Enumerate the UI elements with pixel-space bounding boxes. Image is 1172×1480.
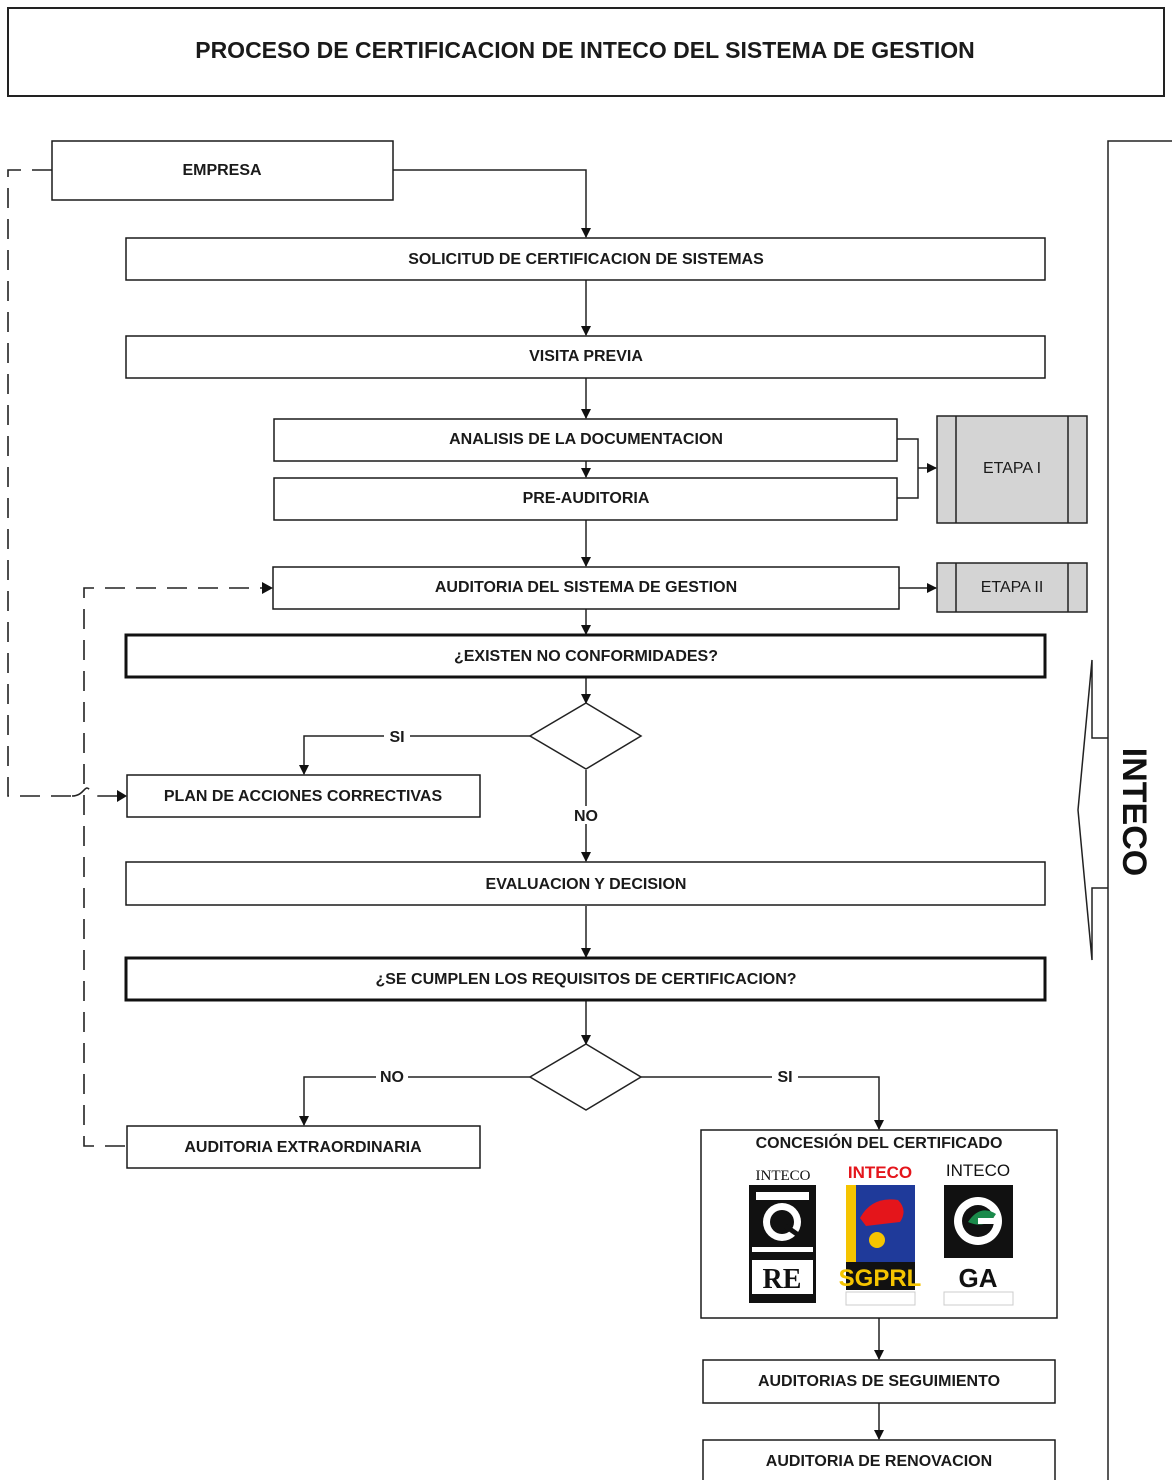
dashed-arrowhead-auditoria	[262, 582, 273, 594]
svg-text:PLAN DE ACCIONES CORRECTIVAS: PLAN DE ACCIONES CORRECTIVAS	[164, 788, 443, 805]
svg-text:ETAPA II: ETAPA II	[981, 579, 1044, 596]
svg-text:CONCESIÓN DEL CERTIFICADO: CONCESIÓN DEL CERTIFICADO	[756, 1133, 1003, 1152]
logo-inteco-qre: INTECO RE	[749, 1168, 816, 1303]
svg-text:PRE-AUDITORIA: PRE-AUDITORIA	[523, 490, 650, 507]
inteco-bracket: INTECO	[1077, 140, 1172, 1480]
svg-text:NO: NO	[380, 1069, 404, 1086]
svg-text:AUDITORIA DE RENOVACION: AUDITORIA DE RENOVACION	[766, 1453, 992, 1470]
svg-text:INTECO: INTECO	[756, 1168, 811, 1184]
svg-text:EMPRESA: EMPRESA	[182, 162, 262, 179]
dashed-arrowhead-plan	[117, 790, 127, 802]
svg-text:¿EXISTEN NO CONFORMIDADES?: ¿EXISTEN NO CONFORMIDADES?	[454, 648, 718, 665]
title-box: PROCESO DE CERTIFICACION DE INTECO DEL S…	[7, 7, 1165, 97]
node-renovacion: AUDITORIA DE RENOVACION	[702, 1439, 1056, 1480]
node-plan-acciones: PLAN DE ACCIONES CORRECTIVAS	[126, 774, 481, 818]
svg-text:AUDITORIAS DE SEGUIMIENTO: AUDITORIAS DE SEGUIMIENTO	[758, 1373, 1000, 1390]
svg-text:AUDITORIA EXTRAORDINARIA: AUDITORIA EXTRAORDINARIA	[184, 1139, 422, 1156]
svg-text:SGPRL: SGPRL	[839, 1265, 922, 1292]
svg-text:VISITA PREVIA: VISITA PREVIA	[529, 348, 643, 365]
node-preauditoria: PRE-AUDITORIA	[273, 477, 898, 521]
svg-text:INTECO: INTECO	[946, 1161, 1010, 1180]
svg-text:ANALISIS DE LA DOCUMENTACION: ANALISIS DE LA DOCUMENTACION	[449, 431, 723, 448]
node-seguimiento: AUDITORIAS DE SEGUIMIENTO	[702, 1359, 1056, 1404]
node-empresa: EMPRESA	[51, 140, 394, 201]
node-no-conformidades: ¿EXISTEN NO CONFORMIDADES?	[124, 633, 1047, 679]
svg-text:SI: SI	[777, 1069, 792, 1086]
node-visita-previa: VISITA PREVIA	[125, 335, 1046, 379]
node-auditoria-extraordinaria: AUDITORIA EXTRAORDINARIA	[126, 1125, 481, 1169]
svg-text:¿SE CUMPLEN LOS REQUISITOS DE: ¿SE CUMPLEN LOS REQUISITOS DE CERTIFICAC…	[375, 971, 796, 988]
node-etapa-1: ETAPA I	[936, 415, 1088, 524]
node-etapa-2: ETAPA II	[936, 562, 1088, 613]
svg-text:EVALUACION Y DECISION: EVALUACION Y DECISION	[486, 876, 687, 893]
dashed-crossover	[71, 787, 118, 797]
svg-text:NO: NO	[574, 808, 598, 825]
extraordinaria-to-auditoria-dashed	[83, 587, 262, 1147]
inteco-side-label: INTECO	[1115, 748, 1153, 876]
svg-text:AUDITORIA DEL SISTEMA DE GESTI: AUDITORIA DEL SISTEMA DE GESTION	[435, 579, 737, 596]
edge-label-no-1: NO	[568, 806, 604, 825]
node-auditoria-sistema: AUDITORIA DEL SISTEMA DE GESTION	[272, 566, 900, 610]
svg-text:INTECO: INTECO	[848, 1163, 912, 1182]
empresa-to-plan-dashed	[7, 169, 72, 797]
node-requisitos: ¿SE CUMPLEN LOS REQUISITOS DE CERTIFICAC…	[124, 956, 1047, 1002]
node-solicitud: SOLICITUD DE CERTIFICACION DE SISTEMAS	[125, 237, 1046, 281]
page-title: PROCESO DE CERTIFICACION DE INTECO DEL S…	[195, 37, 975, 63]
svg-text:ETAPA I: ETAPA I	[983, 460, 1041, 477]
svg-text:SI: SI	[389, 729, 404, 746]
decision-diamond-2	[528, 1043, 643, 1111]
edge-label-si-1: SI	[384, 727, 410, 746]
svg-text:SOLICITUD DE CERTIFICACION DE: SOLICITUD DE CERTIFICACION DE SISTEMAS	[408, 251, 764, 268]
logo-inteco-ga: INTECO GA	[943, 1161, 1014, 1306]
svg-text:RE: RE	[763, 1264, 802, 1295]
edge-label-no-2: NO	[376, 1068, 408, 1086]
svg-text:GA: GA	[959, 1263, 998, 1293]
node-evaluacion: EVALUACION Y DECISION	[125, 861, 1046, 906]
decision-diamond-1	[528, 702, 643, 770]
node-concesion: CONCESIÓN DEL CERTIFICADO INTECO RE INTE…	[700, 1129, 1058, 1319]
logo-inteco-sgprl: INTECO SGPRL	[839, 1163, 922, 1306]
edge-label-si-2: SI	[772, 1068, 798, 1086]
node-analisis: ANALISIS DE LA DOCUMENTACION	[273, 418, 898, 462]
